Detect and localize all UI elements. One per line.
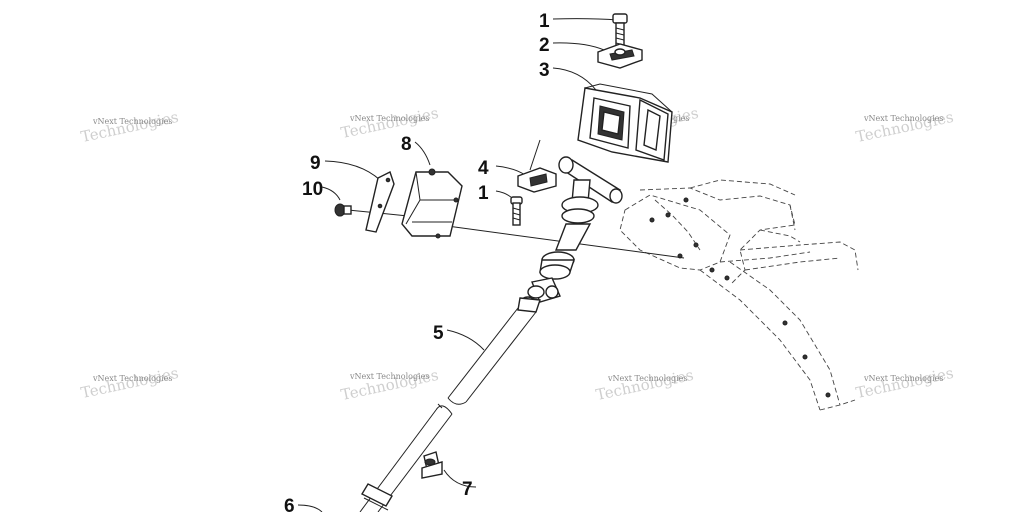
callout-2: 2: [539, 35, 550, 56]
part-6-collar: [361, 483, 393, 511]
chassis-frame: [619, 179, 859, 411]
callout-labels: 1 2 3 4 1 5 6 7 8 9 10: [284, 11, 550, 512]
frame-hole: [724, 275, 730, 281]
leader-lines: [297, 18, 685, 512]
callout-5: 5: [433, 323, 444, 344]
callout-9: 9: [310, 153, 321, 174]
steering-post: [517, 156, 623, 313]
watermark-7: Technologies vNext Technologies: [594, 366, 695, 404]
frame-hole: [665, 212, 671, 218]
watermark-4: Technologies vNext Technologies: [854, 108, 955, 146]
frame-hole: [683, 197, 689, 203]
callout-10: 10: [302, 179, 323, 200]
part-4-clamp-lower: [517, 167, 557, 193]
callout-1-lower: 1: [478, 183, 489, 204]
watermark-8: Technologies vNext Technologies: [854, 364, 955, 402]
callout-4: 4: [478, 158, 489, 179]
part-3-handlebar-block: [577, 83, 673, 163]
frame-hole: [782, 320, 788, 326]
watermark-text: vNext Technologies: [92, 374, 172, 383]
part-10-screw: [334, 203, 352, 217]
watermark-text: vNext Technologies: [349, 114, 429, 123]
frame-hole: [693, 242, 699, 248]
part-5-steering-shaft: [359, 307, 537, 512]
part-9-plate: [365, 171, 395, 233]
svg-text:Technologies: Technologies: [79, 108, 180, 146]
callout-1-top: 1: [539, 11, 550, 32]
callout-6: 6: [284, 496, 295, 512]
part-1-bolt-lower: [510, 196, 523, 226]
frame-hole: [825, 392, 831, 398]
callout-8: 8: [401, 134, 412, 155]
watermark-text: vNext Technologies: [607, 374, 687, 383]
watermark-text: vNext Technologies: [863, 374, 943, 383]
watermark-1: Technologies vNext Technologies: [79, 108, 180, 146]
watermark-text: vNext Technologies: [92, 117, 172, 126]
watermark-2: Technologies vNext Technologies: [339, 104, 440, 142]
part-8-shroud-bracket: [401, 168, 463, 239]
watermark-5: Technologies vNext Technologies: [79, 364, 180, 402]
frame-hole: [709, 267, 715, 273]
frame-hole: [649, 217, 655, 223]
frame-hole: [802, 354, 808, 360]
part-7-fitting: [421, 451, 443, 479]
watermark-6: Technologies vNext Technologies: [339, 366, 440, 404]
callout-3: 3: [539, 60, 550, 81]
callout-7: 7: [462, 479, 473, 500]
watermark-text: vNext Technologies: [349, 372, 429, 381]
watermark-text: vNext Technologies: [863, 114, 943, 123]
svg-text:Technologies: Technologies: [594, 366, 695, 404]
part-2-clamp-cap: [597, 43, 643, 69]
